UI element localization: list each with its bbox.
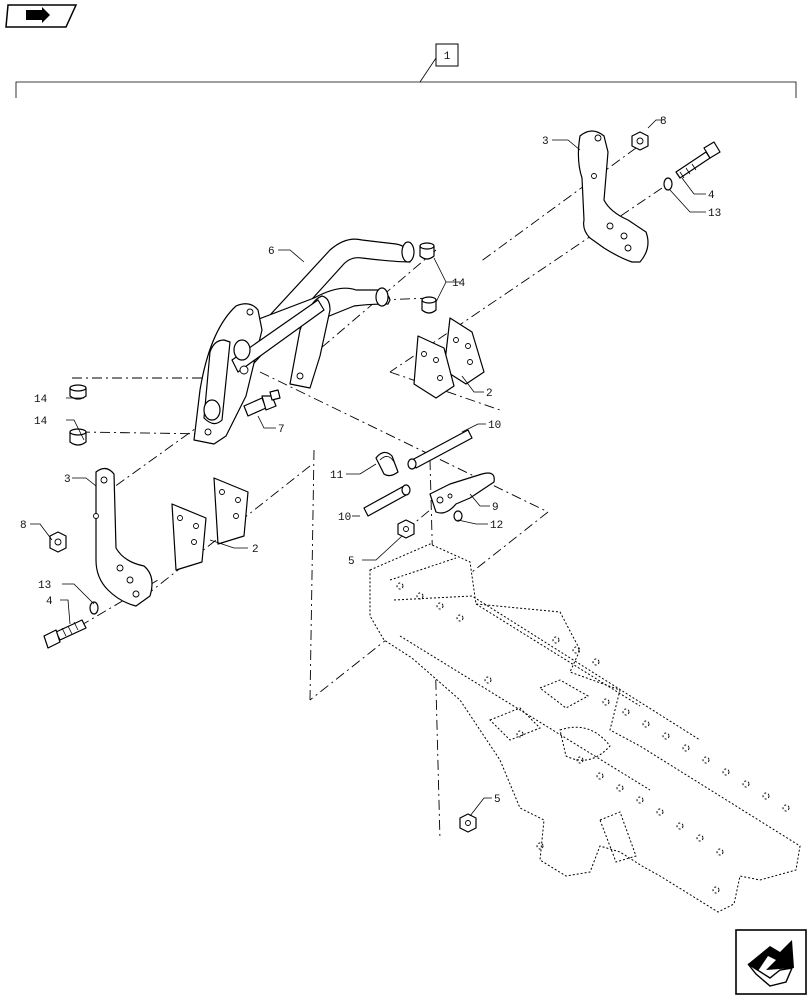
callout-13-right: 13 <box>708 208 721 220</box>
callout-2-right: 2 <box>486 388 493 400</box>
o-ring <box>453 510 463 522</box>
callout-9: 9 <box>492 502 499 514</box>
top-caps <box>419 242 437 314</box>
callout-10-top: 10 <box>488 420 501 432</box>
right-mounting-plate <box>577 130 649 263</box>
left-mounting-plate <box>93 467 153 607</box>
latch <box>429 472 495 514</box>
callout-12: 12 <box>490 520 503 532</box>
callout-10-left: 10 <box>338 512 351 524</box>
upper-pin <box>407 429 473 470</box>
right-nut <box>631 131 649 151</box>
previous-page-arrow-icon[interactable] <box>5 4 78 28</box>
callout-8-left: 8 <box>20 520 27 532</box>
callout-4-right: 4 <box>708 190 715 202</box>
right-bracket-plates <box>413 317 485 399</box>
callout-11: 11 <box>330 470 344 482</box>
callout-numbers: 3 8 4 13 6 14 2 14 14 7 10 11 9 10 12 5 … <box>20 116 721 806</box>
main-frame <box>193 238 415 445</box>
right-washer <box>663 177 673 191</box>
callout-8-right: 8 <box>660 116 667 128</box>
assembly-label: 1 <box>444 51 451 63</box>
callout-5-bottom: 5 <box>494 794 501 806</box>
callout-13-left: 13 <box>38 580 51 592</box>
callout-14-left-a: 14 <box>34 394 48 406</box>
lower-pin <box>363 484 411 517</box>
callout-5-mid: 5 <box>348 556 355 568</box>
chassis-holes <box>396 582 790 894</box>
right-bolt <box>675 141 721 179</box>
callout-leaders <box>30 119 706 817</box>
spring-clip <box>375 451 399 477</box>
callout-6: 6 <box>268 246 275 258</box>
left-bracket-plates <box>171 477 249 571</box>
callout-4-left: 4 <box>46 596 53 608</box>
callout-14-top: 14 <box>452 278 466 290</box>
left-washer <box>89 601 99 615</box>
callout-3-left: 3 <box>64 474 71 486</box>
mid-nut <box>397 519 415 539</box>
callout-14-left-b: 14 <box>34 416 48 428</box>
left-caps <box>69 384 87 446</box>
left-nut <box>49 531 67 553</box>
reference-chassis <box>369 543 801 913</box>
callout-2-left: 2 <box>252 544 259 556</box>
next-page-arrow-icon[interactable] <box>735 929 807 995</box>
callout-7: 7 <box>278 424 285 436</box>
left-bolt <box>43 619 87 649</box>
assembly-bracket: 1 <box>15 43 797 98</box>
callout-3-right: 3 <box>542 136 549 148</box>
bottom-nut <box>459 813 477 833</box>
center-bolt <box>243 389 281 417</box>
